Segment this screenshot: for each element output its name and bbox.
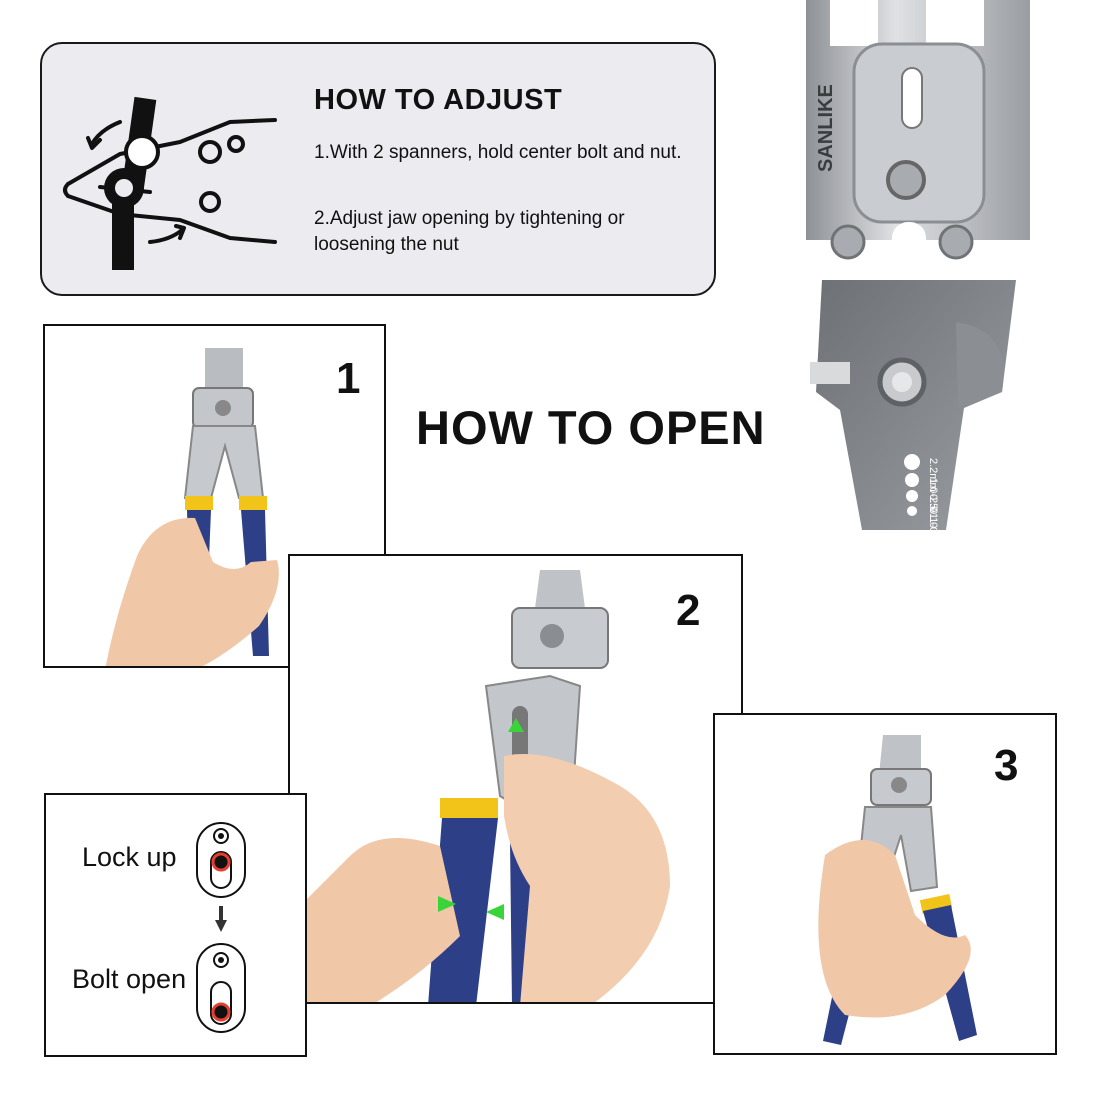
pliers-closed-image xyxy=(105,348,279,666)
lock-guide-panel xyxy=(44,793,307,1057)
lock-slot-diagram-icon xyxy=(196,822,246,1033)
step-number-3: 3 xyxy=(994,741,1019,790)
pliers-closeup-image: SANLIKE 2.2mm 1.0-2.0 0.5-1.0 0.1-0.5 xyxy=(806,0,1030,540)
size-label-3: 0.5-1.0 xyxy=(927,494,939,528)
pliers-open-image xyxy=(818,735,977,1045)
open-title: HOW TO OPEN xyxy=(416,401,766,454)
brand-label: SANLIKE xyxy=(815,84,837,172)
adjust-title: HOW TO ADJUST xyxy=(314,84,563,116)
adjust-step-1: 1.With 2 spanners, hold center bolt and … xyxy=(314,142,682,163)
size-label-1: 2.2mm xyxy=(927,458,939,492)
lock-up-label: Lock up xyxy=(82,842,177,872)
bolt-open-label: Bolt open xyxy=(72,964,187,994)
step-number-2: 2 xyxy=(676,586,701,635)
adjust-panel xyxy=(40,42,716,296)
step-number-1: 1 xyxy=(336,354,361,403)
adjust-diagram-icon xyxy=(63,96,277,270)
size-label-4: 0.1-0.5 xyxy=(927,508,939,540)
step-2-photo xyxy=(288,554,743,1004)
adjust-step-2: 2.Adjust jaw opening by tightening or lo… xyxy=(314,208,625,255)
step-1-photo xyxy=(43,324,386,668)
size-label-2: 1.0-2.0 xyxy=(927,478,939,512)
pliers-unlock-image xyxy=(290,570,670,1002)
step-3-photo xyxy=(713,713,1057,1055)
